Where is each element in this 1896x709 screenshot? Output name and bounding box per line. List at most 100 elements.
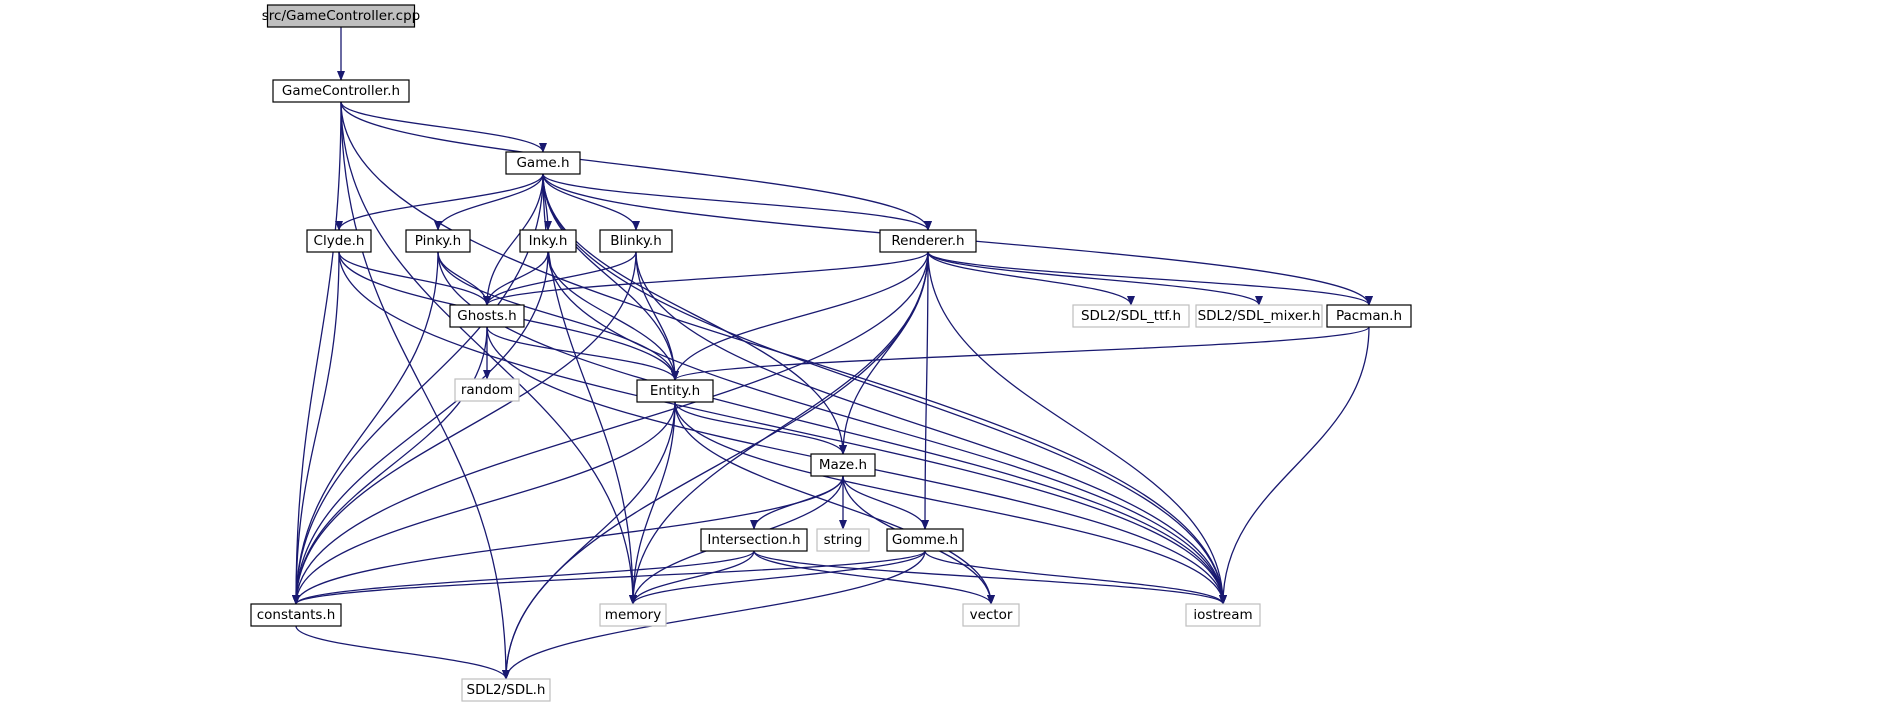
node-entity[interactable]: Entity.h <box>636 379 714 403</box>
node-box <box>266 4 416 28</box>
node-box <box>306 229 372 253</box>
edge-intersection-to-vector <box>753 550 995 605</box>
edge-inky-to-constants <box>292 251 549 605</box>
node-gomme[interactable]: Gomme.h <box>886 528 964 552</box>
edge-entity-to-constants <box>292 401 676 605</box>
edge-pinky-to-constants <box>292 251 439 605</box>
node-box <box>272 79 410 103</box>
edge-path <box>629 401 676 605</box>
node-sdlmixer: SDL2/SDL_mixer.h <box>1195 304 1323 328</box>
node-ghosts[interactable]: Ghosts.h <box>449 304 525 328</box>
edge-path <box>292 251 549 605</box>
edge-renderer-to-entity <box>671 251 929 381</box>
edge-path <box>483 173 544 306</box>
node-label: Blinky.h <box>610 233 662 249</box>
edge-path <box>292 251 340 605</box>
edge-path <box>542 173 679 381</box>
edge-path <box>483 251 929 306</box>
node-maze[interactable]: Maze.h <box>810 453 876 477</box>
node-label: Pinky.h <box>415 233 461 249</box>
edge-path <box>502 550 926 680</box>
node-label: random <box>461 382 513 398</box>
edge-game-to-clyde <box>335 173 544 231</box>
edge-path <box>927 251 1135 306</box>
edge-path <box>335 173 544 231</box>
edge-path <box>340 101 932 231</box>
edge-renderer-to-gomme <box>921 251 930 530</box>
edge-path <box>338 251 491 306</box>
node-inky[interactable]: Inky.h <box>519 229 577 253</box>
edge-path <box>671 326 1370 381</box>
edge-gomme-to-sdl <box>502 550 926 680</box>
edge-blinky-to-iostream <box>635 251 1227 605</box>
node-box <box>519 229 577 253</box>
node-pacman[interactable]: Pacman.h <box>1326 304 1412 328</box>
node-clyde[interactable]: Clyde.h <box>306 229 372 253</box>
edge-path <box>542 173 847 455</box>
node-label: Inky.h <box>529 233 568 249</box>
node-label: Gomme.h <box>892 532 958 548</box>
edge-path <box>486 326 679 381</box>
edge-entity-to-vector <box>674 401 995 605</box>
edge-clyde-to-ghosts <box>338 251 491 306</box>
edge-gomme-to-memory <box>629 550 926 605</box>
node-box <box>700 528 808 552</box>
edge-path <box>292 326 488 605</box>
node-label: Ghosts.h <box>457 308 516 324</box>
node-blinky[interactable]: Blinky.h <box>599 229 673 253</box>
node-label: Renderer.h <box>891 233 964 249</box>
edge-path <box>927 251 1227 605</box>
nodes-layer: src/GameController.cppGameController.hGa… <box>250 4 1412 702</box>
node-sdl: SDL2/SDL.h <box>461 678 551 702</box>
edge-gc-to-renderer <box>340 101 932 231</box>
edge-path <box>635 251 1227 605</box>
node-box <box>1185 603 1261 627</box>
edge-pinky-to-entity <box>437 251 679 381</box>
node-box <box>505 151 581 175</box>
edge-gc-to-game <box>340 101 547 153</box>
edge-blinky-to-entity <box>635 251 679 381</box>
node-constants[interactable]: constants.h <box>250 603 342 627</box>
edge-path <box>292 550 755 605</box>
edge-path <box>502 401 676 680</box>
node-box <box>962 603 1020 627</box>
node-label: string <box>824 532 863 548</box>
node-box <box>816 528 870 552</box>
edge-renderer-to-pacman <box>927 251 1373 306</box>
node-box <box>449 304 525 328</box>
node-game[interactable]: Game.h <box>505 151 581 175</box>
edge-renderer-to-sdlmixer <box>927 251 1263 306</box>
edge-path <box>927 251 1373 306</box>
node-sdlttf: SDL2/SDL_ttf.h <box>1072 304 1190 328</box>
edge-path <box>674 401 847 455</box>
edge-game-to-ghosts <box>483 173 544 306</box>
edge-game-to-iostream <box>542 173 1227 605</box>
edge-path <box>542 173 932 231</box>
node-box <box>1072 304 1190 328</box>
node-box <box>1195 304 1323 328</box>
node-pinky[interactable]: Pinky.h <box>405 229 471 253</box>
edge-path <box>434 173 544 231</box>
node-box <box>599 229 673 253</box>
node-box <box>599 603 667 627</box>
node-memory: memory <box>599 603 667 627</box>
edge-maze-to-constants <box>292 475 844 605</box>
node-label: GameController.h <box>282 83 400 99</box>
node-label: Maze.h <box>819 457 867 473</box>
edge-entity-to-iostream <box>674 401 1227 605</box>
node-label: SDL2/SDL_ttf.h <box>1081 308 1181 324</box>
node-root[interactable]: src/GameController.cpp <box>262 4 420 28</box>
edge-path <box>292 251 439 605</box>
node-label: iostream <box>1193 607 1252 623</box>
edge-intersection-to-memory <box>629 550 755 605</box>
edge-path <box>542 173 1227 605</box>
edge-path <box>547 251 679 381</box>
node-intersection[interactable]: Intersection.h <box>700 528 808 552</box>
node-iostream: iostream <box>1185 603 1261 627</box>
node-renderer[interactable]: Renderer.h <box>879 229 977 253</box>
node-gc[interactable]: GameController.h <box>272 79 410 103</box>
edge-maze-to-gomme <box>842 475 929 530</box>
edge-constants-to-sdl <box>295 625 510 680</box>
edge-path <box>292 550 926 605</box>
node-box <box>461 678 551 702</box>
